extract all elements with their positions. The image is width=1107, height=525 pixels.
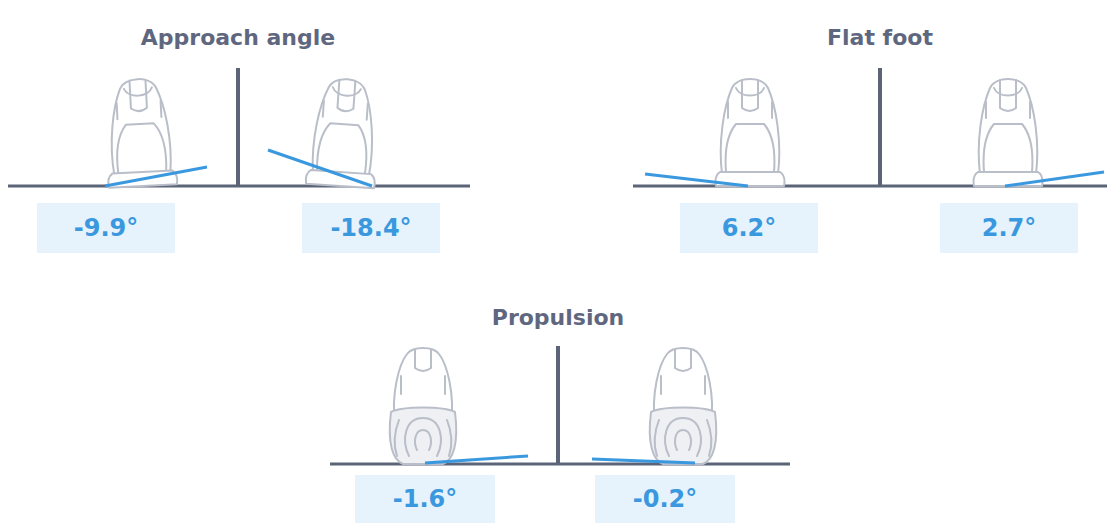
section-heading: Flat foot [827,25,933,51]
angle-value: -18.4° [330,214,411,243]
value-box: 2.7° [940,203,1078,253]
divider-line [556,346,560,464]
shoe-rear [306,77,382,189]
shoe-rear [974,79,1043,186]
divider-line [878,68,882,186]
angle-value: -9.9° [74,214,138,243]
angle-line [105,167,207,186]
angle-line [268,150,372,186]
shoe-sole [650,348,717,464]
shoe-rear [716,79,785,186]
value-box: -18.4° [302,203,440,253]
angle-line [425,456,528,463]
section-heading: Propulsion [492,305,624,331]
angle-line [1005,172,1104,186]
value-box: -1.6° [355,475,495,523]
shoe-sole [390,348,457,464]
shoe-rear [103,77,178,187]
angle-value: -1.6° [393,485,457,514]
divider-line [236,68,240,186]
angle-value: 6.2° [722,214,777,243]
angle-value: -0.2° [633,485,697,514]
value-box: 6.2° [680,203,818,253]
value-box: -0.2° [595,475,735,523]
ground-line [330,463,790,466]
value-box: -9.9° [37,203,175,253]
angle-line [592,459,695,463]
angle-line [645,174,748,186]
ground-line [8,185,470,188]
section-heading: Approach angle [141,25,335,51]
angle-value: 2.7° [982,214,1037,243]
